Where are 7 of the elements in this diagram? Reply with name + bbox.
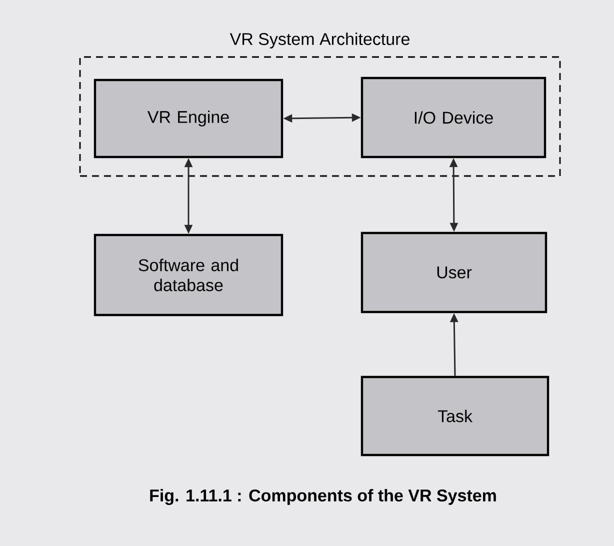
process-box: User (360, 232, 548, 314)
group-title: VR System Architecture (230, 32, 410, 48)
figure-caption: Fig. 1.11.1 : Components of the VR System (150, 489, 496, 505)
process-box: VR Engine (94, 78, 284, 158)
process-box: I/O Device (360, 76, 546, 158)
process-box: Software and database (94, 234, 284, 316)
process-box: Task (360, 376, 550, 456)
